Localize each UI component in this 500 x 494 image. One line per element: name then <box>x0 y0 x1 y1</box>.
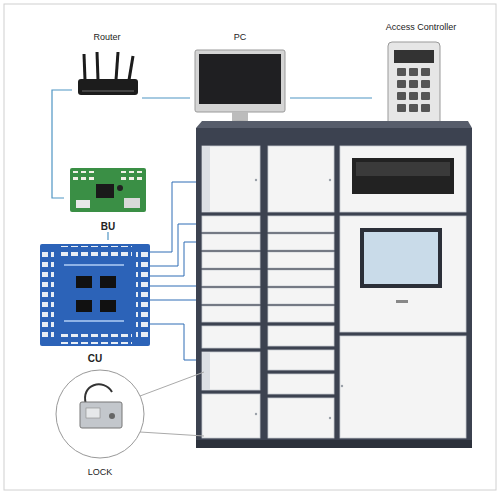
lock-callout <box>56 370 204 458</box>
router-node: Router <box>72 32 142 102</box>
bu-board <box>70 168 146 212</box>
access-controller-icon <box>388 42 440 128</box>
bu-node: BU <box>64 164 152 232</box>
pc-node: PC <box>190 32 290 130</box>
device-label: LOCK <box>88 467 113 478</box>
locker-cabinet <box>196 121 472 448</box>
cu-node: CU <box>34 240 156 364</box>
frame <box>4 4 496 490</box>
lock-node: LOCK <box>50 368 150 478</box>
network-cable <box>52 90 72 198</box>
access-controller-node: Access Controller <box>372 22 470 130</box>
router-icon <box>78 52 138 95</box>
network-cable <box>290 97 372 98</box>
cu-board <box>40 244 150 346</box>
device-label: PC <box>234 32 247 43</box>
network-cable <box>142 97 190 98</box>
network-cable <box>107 232 108 240</box>
device-label: Access Controller <box>386 22 457 33</box>
device-label: CU <box>88 353 102 364</box>
device-label: BU <box>101 221 115 232</box>
pc-monitor <box>195 50 285 128</box>
device-label: Router <box>93 32 120 43</box>
